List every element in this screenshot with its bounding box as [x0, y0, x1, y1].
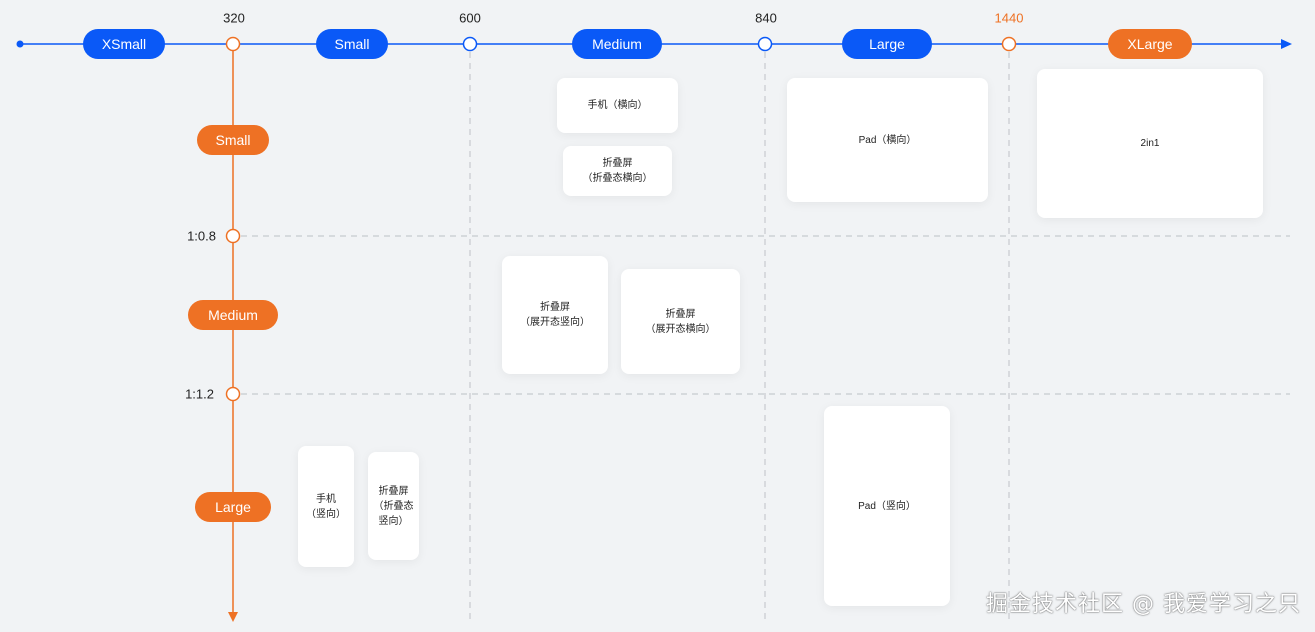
- device-card-foldable-folded-portrait: 折叠屏 （折叠态 竖向）: [368, 452, 419, 560]
- breakpoint-label-320: 320: [223, 10, 245, 26]
- breakpoint-label-1440: 1440: [994, 10, 1024, 26]
- device-card-foldable-unfolded-landscape: 折叠屏 （展开态横向）: [621, 269, 740, 374]
- node-1440: [1001, 36, 1017, 52]
- device-card-phone-portrait: 手机 （竖向）: [298, 446, 354, 567]
- node-320: [225, 36, 241, 52]
- width-pill-xsmall: XSmall: [83, 29, 165, 59]
- breakpoint-label-600: 600: [459, 10, 481, 26]
- watermark: 掘金技术社区 @ 我爱学习之只: [986, 592, 1301, 617]
- width-pill-large: Large: [842, 29, 932, 59]
- width-axis-arrow: [1281, 39, 1292, 49]
- grid-lines: [241, 52, 1290, 622]
- device-card-pad-landscape: Pad（横向）: [787, 78, 988, 202]
- node-600: [462, 36, 478, 52]
- aspect-pill-small: Small: [197, 125, 269, 155]
- aspect-pill-large: Large: [195, 492, 271, 522]
- breakpoint-label-840: 840: [755, 10, 777, 26]
- node-ratio-0-8: [225, 228, 241, 244]
- aspect-axis-arrow: [228, 612, 238, 622]
- width-pill-medium: Medium: [572, 29, 662, 59]
- node-840: [757, 36, 773, 52]
- device-card-foldable-unfolded-portrait: 折叠屏 （展开态竖向）: [502, 256, 608, 374]
- device-card-foldable-folded-landscape: 折叠屏 （折叠态横向）: [563, 146, 672, 196]
- width-pill-small: Small: [316, 29, 388, 59]
- ratio-label-0-8: 1:0.8: [187, 228, 216, 244]
- node-ratio-1-2: [225, 386, 241, 402]
- ratio-label-1-2: 1:1.2: [185, 386, 214, 402]
- device-card-pad-portrait: Pad（竖向）: [824, 406, 950, 606]
- device-card-phone-landscape: 手机（横向）: [557, 78, 678, 133]
- aspect-pill-medium: Medium: [188, 300, 278, 330]
- device-card-2in1: 2in1: [1037, 69, 1263, 218]
- width-pill-xlarge: XLarge: [1108, 29, 1192, 59]
